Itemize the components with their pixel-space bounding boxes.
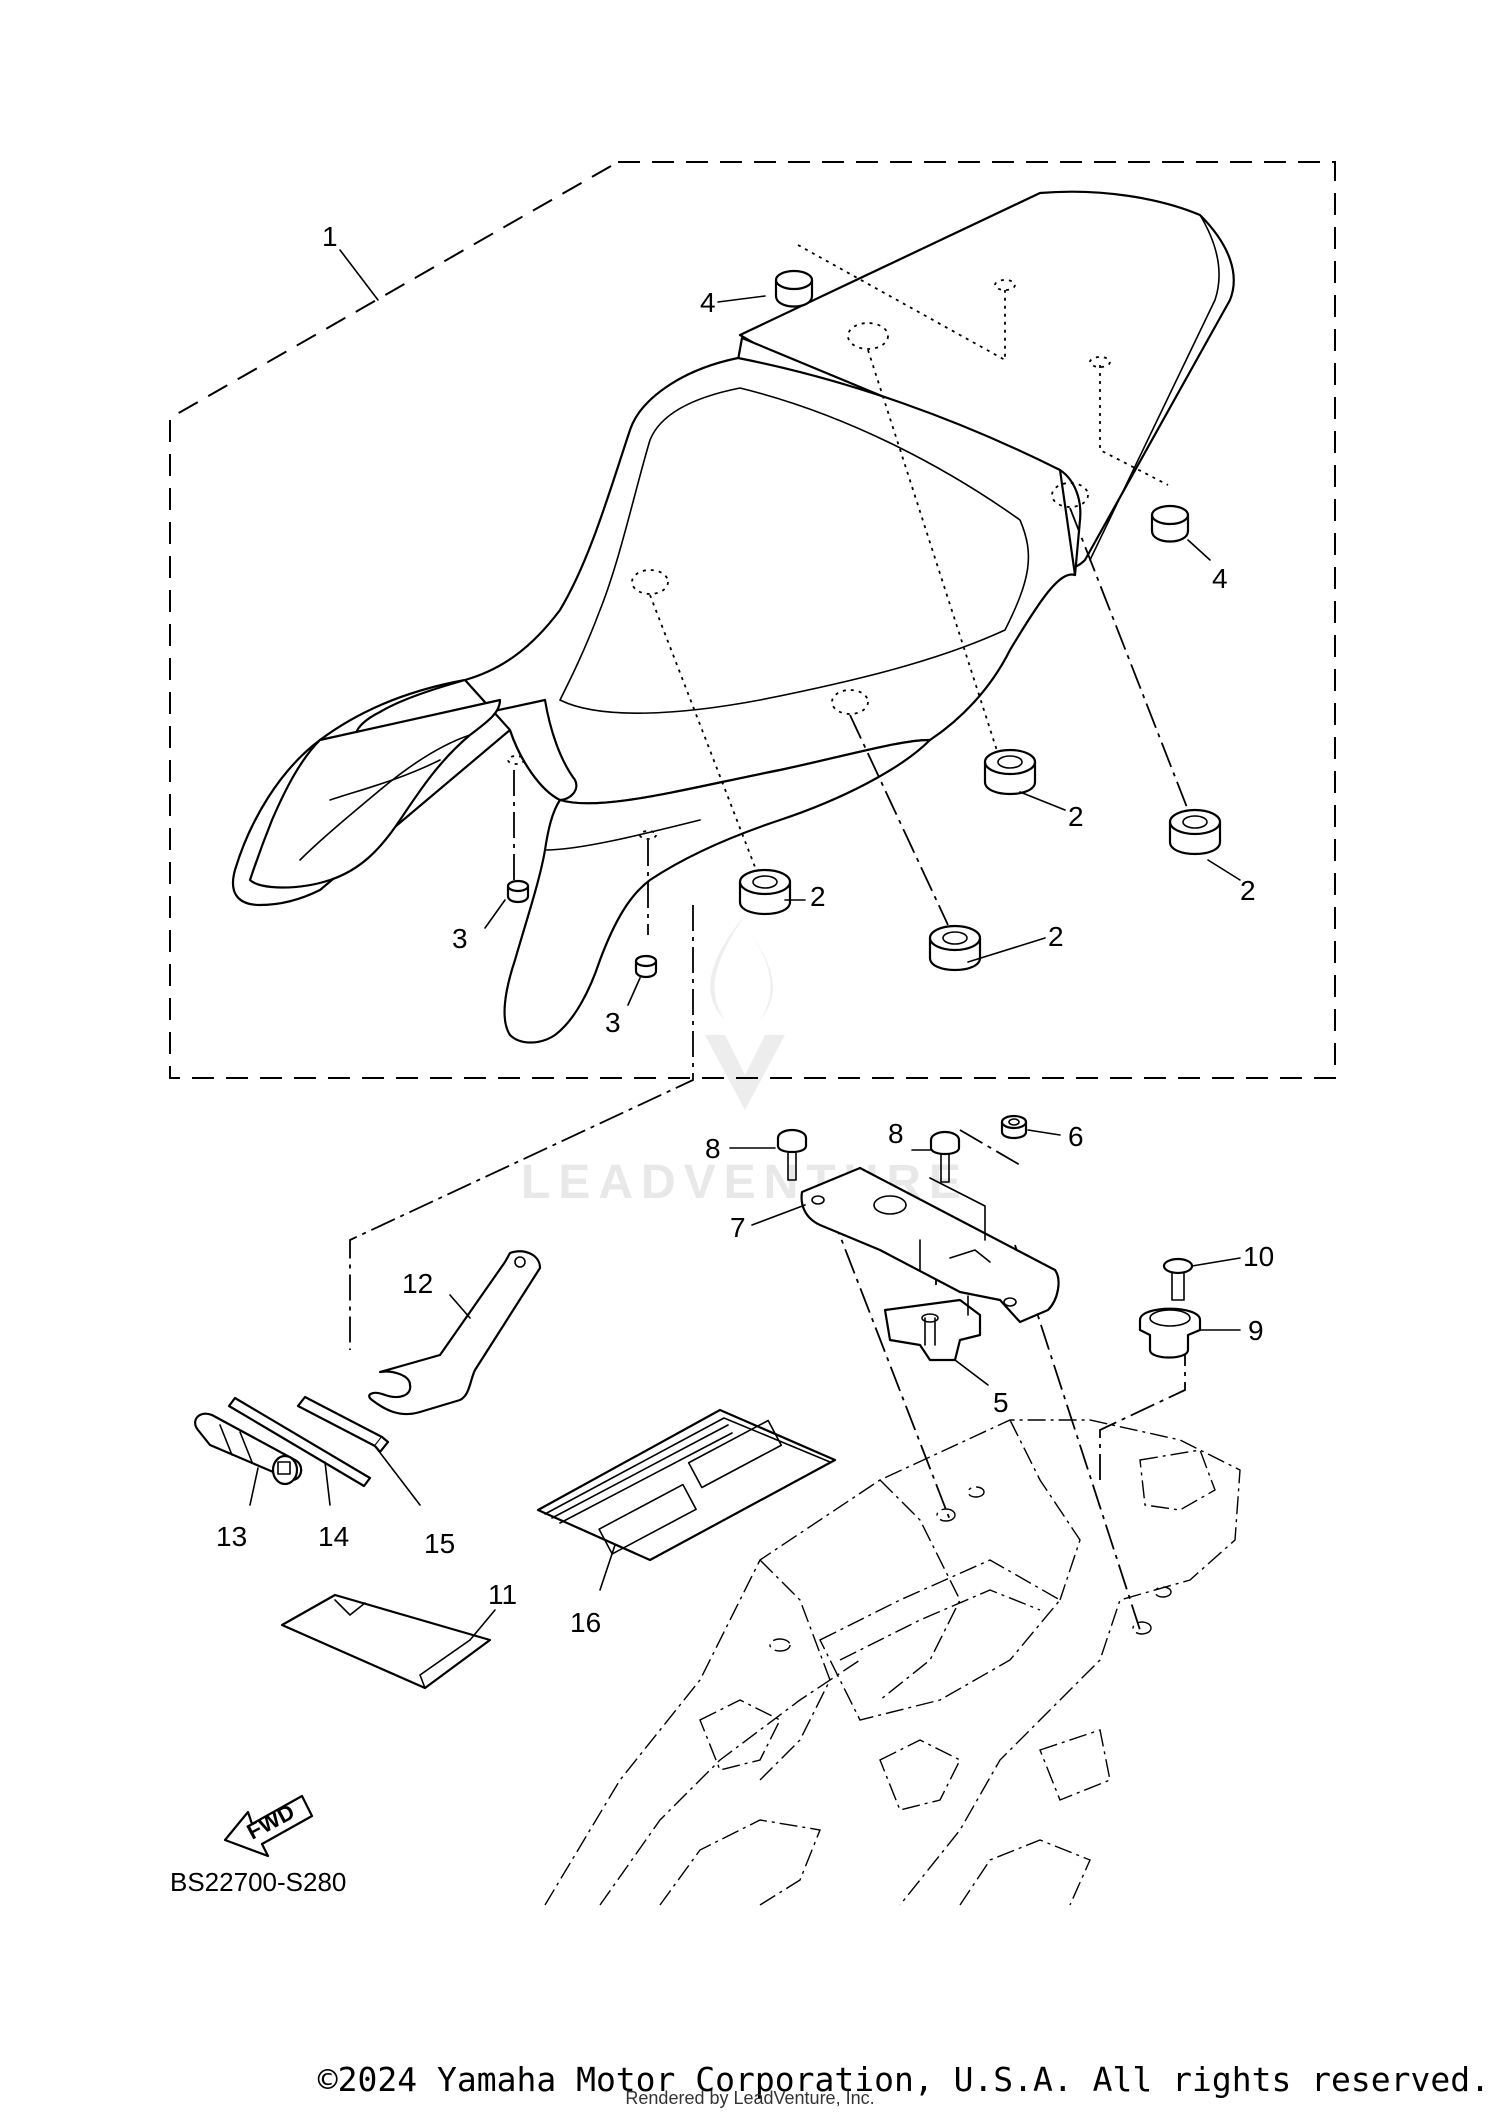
diagram-code: BS22700-S280 (170, 1867, 346, 1897)
rendered-by-credit: Rendered by LeadVenture, Inc. (625, 2088, 875, 2108)
callout-numbers: 1 2 2 2 2 3 3 4 4 5 6 7 8 8 9 10 11 12 1… (216, 221, 1274, 1638)
nut-3-b (634, 954, 658, 979)
bolt-8-b (929, 1130, 961, 1183)
callout-10: 10 (1243, 1241, 1274, 1272)
callout-14: 14 (318, 1521, 349, 1552)
callout-1: 1 (322, 221, 338, 252)
holder-9 (1138, 1307, 1202, 1359)
callout-8-b: 8 (888, 1118, 904, 1149)
leader-line-1 (339, 249, 379, 301)
bracket-7 (800, 1166, 1060, 1324)
callout-13: 13 (216, 1521, 247, 1552)
callout-2-a: 2 (1068, 801, 1084, 832)
callout-leaders (249, 295, 1241, 1641)
rear-frame (544, 1419, 1241, 1906)
callout-6: 6 (1068, 1121, 1084, 1152)
damper-2-c (983, 748, 1037, 796)
screw-10 (1162, 1257, 1194, 1301)
nut-3-a (506, 879, 530, 904)
owners-manual-16 (536, 1408, 837, 1562)
lock-bracket-5 (883, 1295, 982, 1362)
callout-4-a: 4 (700, 287, 716, 318)
callout-2-d: 2 (1048, 921, 1064, 952)
callout-12: 12 (402, 1268, 433, 1299)
callout-2-b: 2 (1240, 875, 1256, 906)
damper-2-a (738, 868, 792, 916)
callout-16: 16 (570, 1607, 601, 1638)
rubber-4-a (774, 269, 814, 308)
rubber-4-b (1150, 504, 1190, 543)
forward-arrow: FWD (223, 1794, 314, 1858)
callout-2-c: 2 (810, 881, 826, 912)
damper-2-d (1168, 808, 1222, 856)
callout-4-b: 4 (1212, 563, 1228, 594)
damper-2-b (928, 924, 982, 972)
bolt-8-a (776, 1128, 808, 1181)
callout-9: 9 (1248, 1315, 1264, 1346)
seat-assembly-boundary (169, 161, 1336, 1079)
callout-11: 11 (488, 1579, 517, 1610)
callout-5: 5 (993, 1387, 1009, 1418)
seat (232, 190, 1235, 1044)
callout-3-b: 3 (605, 1007, 621, 1038)
callout-15: 15 (424, 1528, 455, 1559)
tool-bag-11 (280, 1593, 492, 1690)
hex-wrench-15 (296, 1395, 390, 1454)
callout-7: 7 (730, 1212, 746, 1243)
nut-6 (1000, 1114, 1028, 1140)
spanner-12 (368, 1250, 542, 1416)
copyright-notice: ©2024 Yamaha Motor Corporation, U.S.A. A… (317, 2060, 1490, 2099)
screwdriver-14 (227, 1396, 372, 1488)
handle-13 (194, 1412, 303, 1486)
callout-8-a: 8 (705, 1133, 721, 1164)
callout-3-a: 3 (452, 923, 468, 954)
